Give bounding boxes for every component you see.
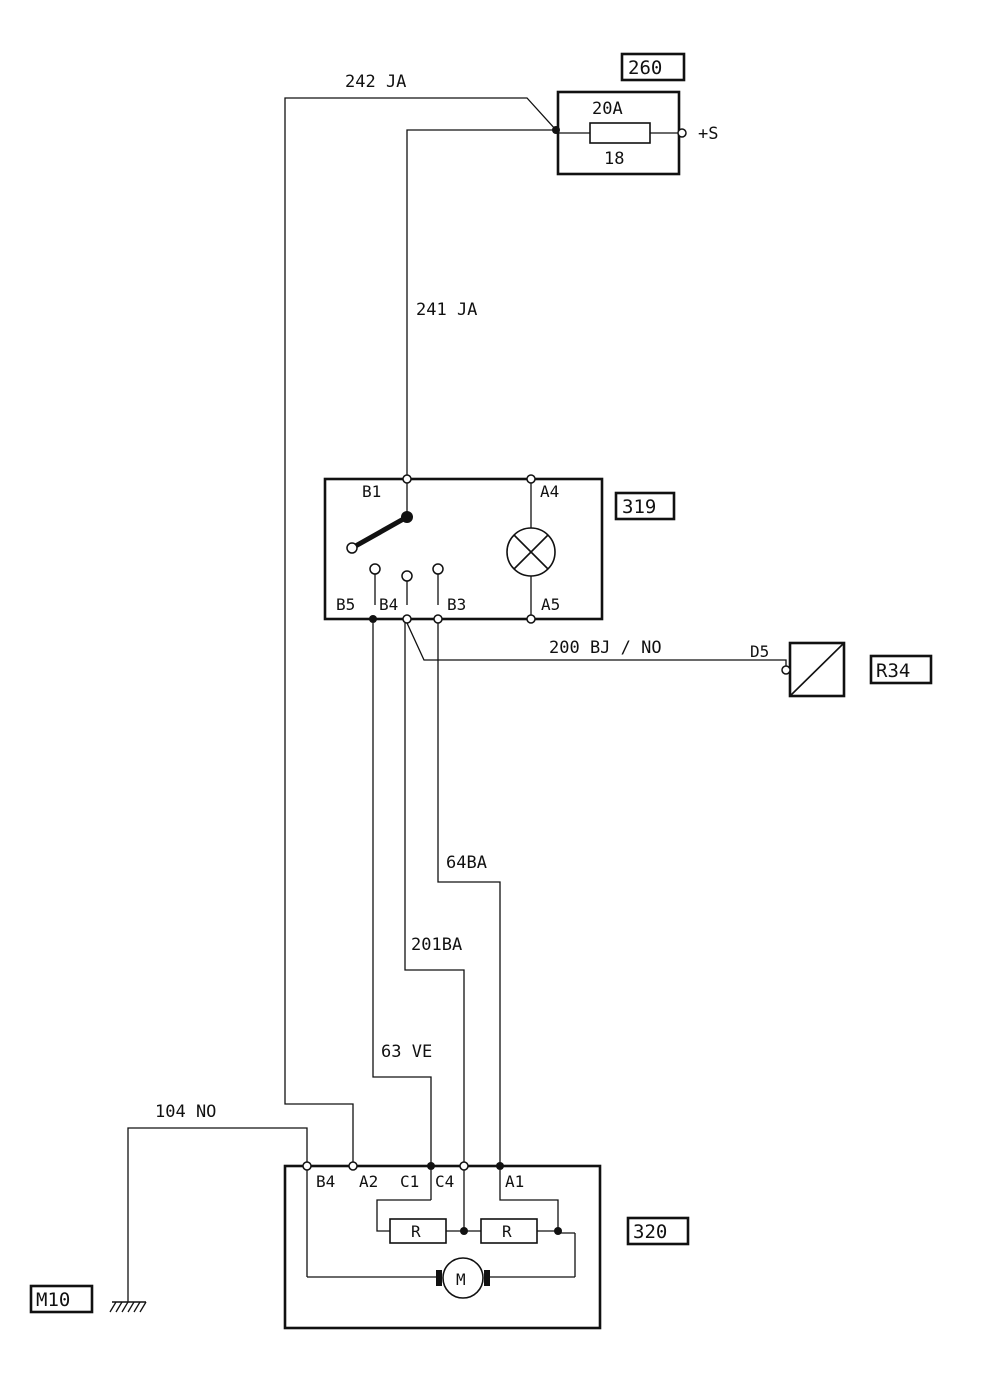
pin-B4-terminal: [402, 614, 412, 624]
wire-104-label: 104 NO: [155, 1102, 216, 1122]
pin-A5-label: A5: [541, 595, 560, 614]
component-tag-260: [620, 52, 686, 82]
pin-A1-label: A1: [505, 1172, 524, 1191]
pin-C1-label: C1: [400, 1172, 419, 1191]
pin-B5-node: [369, 615, 377, 623]
component-tag-R34: [869, 654, 933, 685]
wire-64-label: 64BA: [446, 853, 487, 873]
pin-B4-label: B4: [379, 595, 398, 614]
pin-B1-terminal: [402, 474, 412, 484]
pin-C4-terminal: [459, 1161, 469, 1171]
component-tag-319: [614, 491, 676, 521]
pin-B5-label: B5: [336, 595, 355, 614]
pin-B4-terminal: [302, 1161, 312, 1171]
connector-id: R34: [876, 660, 910, 682]
ground-M10: M10: [29, 1284, 147, 1314]
wire-200-label: 200 BJ / NO: [549, 638, 662, 658]
resistor-junction: [460, 1227, 468, 1235]
fuse-box: 20A 18 +S 260: [552, 52, 718, 176]
switch-outline: [323, 477, 604, 621]
pin-A4-terminal: [526, 474, 536, 484]
wire-63: 63 VE: [372, 623, 432, 1163]
lamp-icon: [506, 527, 556, 577]
pin-A4-label: A4: [540, 482, 559, 501]
motor-unit-outline: [283, 1164, 602, 1330]
motor-icon: [442, 1257, 484, 1299]
ground-id: M10: [36, 1289, 70, 1311]
pin-C1-node: [427, 1162, 435, 1170]
component-tag-M10: [29, 1284, 94, 1314]
wire-201-label: 201BA: [411, 935, 462, 955]
fuse-box-id: 260: [628, 57, 662, 79]
pin-A2-terminal: [348, 1161, 358, 1171]
switch-arm-tip: [346, 542, 358, 554]
pin-D5-label: D5: [750, 642, 769, 661]
motor-unit-id: 320: [633, 1221, 667, 1243]
wire-200: 200 BJ / NO: [406, 622, 787, 667]
pin-B3-terminal: [433, 614, 443, 624]
pin-B3-label: B3: [447, 595, 466, 614]
pin-A1-node: [496, 1162, 504, 1170]
motor-unit-320: B4 A2 C1 C4 A1 R R M 320: [283, 1161, 690, 1330]
pin-C4-label: C4: [435, 1172, 454, 1191]
wire-241: 241 JA: [406, 129, 556, 477]
wire-201: 201BA: [404, 623, 465, 1163]
supply-terminal: [677, 128, 687, 138]
pin-D5-terminal: [781, 665, 791, 675]
component-tag-320: [626, 1216, 690, 1246]
connector-R34: D5 R34: [750, 641, 933, 698]
motor-brush-left: [436, 1270, 442, 1286]
pin-A5-terminal: [526, 614, 536, 624]
fuse-number: 18: [604, 149, 624, 169]
wire-64: 64BA: [437, 623, 501, 1163]
switch-id: 319: [622, 496, 656, 518]
wire-242: 242 JA: [284, 72, 557, 1163]
motor-label: M: [456, 1270, 466, 1289]
resistor-1-label: R: [411, 1222, 421, 1241]
fuse-symbol: [589, 122, 651, 144]
position-B4-contact: [401, 570, 413, 582]
wire-63-label: 63 VE: [381, 1042, 432, 1062]
pin-A2-label: A2: [359, 1172, 378, 1191]
resistor-2-label: R: [502, 1222, 512, 1241]
position-B3-contact: [432, 563, 444, 575]
connector-symbol: [789, 642, 845, 697]
switch-arm: [349, 514, 410, 551]
wire-242-label: 242 JA: [345, 72, 406, 92]
fuse-rating: 20A: [592, 99, 623, 119]
supply-label: +S: [698, 124, 718, 144]
pin-B4-motor-label: B4: [316, 1172, 335, 1191]
resistor-1-icon: [389, 1218, 447, 1244]
pin-B1-label: B1: [362, 482, 381, 501]
switch-319: B1 A4 B5 B4 B3 A5 319: [323, 474, 676, 624]
resistor-end-node: [554, 1227, 562, 1235]
wire-241-label: 241 JA: [416, 300, 477, 320]
wire-104: 104 NO: [127, 1102, 308, 1302]
position-B5-contact: [369, 563, 381, 575]
resistor-2-icon: [480, 1218, 538, 1244]
motor-brush-right: [484, 1270, 490, 1286]
